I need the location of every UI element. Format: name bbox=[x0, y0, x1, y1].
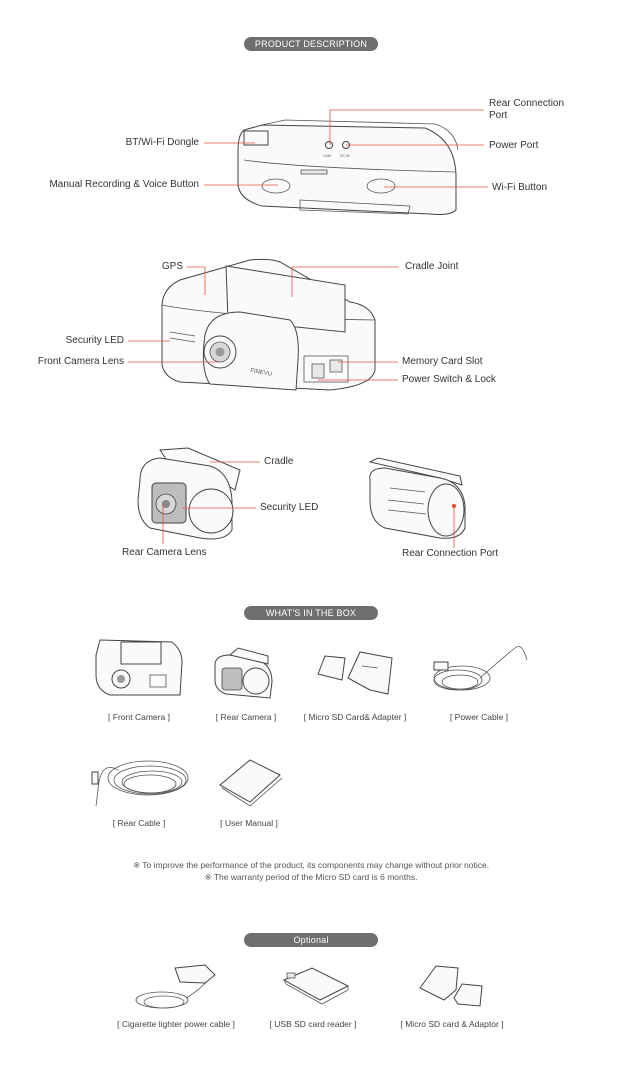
label-manual-recording: Manual Recording & Voice Button bbox=[49, 179, 199, 190]
label-cradle-joint: Cradle Joint bbox=[405, 261, 459, 272]
box-item-rear-cable: [ Rear Cable ] bbox=[112, 818, 166, 828]
label-rear-connection-port-top: Rear Connection Port bbox=[489, 98, 564, 122]
optional-item-usb-reader: [ USB SD card reader ] bbox=[269, 1019, 357, 1029]
brand-text: FINEVU bbox=[250, 368, 273, 378]
box-item-power-cable: [ Power Cable ] bbox=[449, 712, 509, 722]
cam-text: CAM bbox=[323, 154, 331, 158]
box-rear-cable-image bbox=[91, 760, 189, 807]
note-components-change: ※ To improve the performance of the prod… bbox=[132, 860, 490, 870]
optional-usb-reader-image bbox=[282, 967, 350, 1005]
device-top-view: CAM DC IN bbox=[237, 119, 459, 215]
box-item-front-camera: [ Front Camera ] bbox=[108, 712, 170, 722]
dc-in-text: DC IN bbox=[340, 154, 350, 158]
label-gps: GPS bbox=[161, 261, 183, 272]
optional-item-micro-sd: [ Micro SD card & Adaptor ] bbox=[400, 1019, 504, 1029]
optional-micro-sd-image bbox=[419, 965, 483, 1007]
label-front-camera-lens: Front Camera Lens bbox=[37, 356, 124, 367]
section-product-description: PRODUCT DESCRIPTION bbox=[244, 37, 378, 51]
box-user-manual-image bbox=[219, 759, 283, 807]
label-memory-card-slot: Memory Card Slot bbox=[402, 356, 483, 367]
label-rear-connection-line2: Port bbox=[489, 110, 508, 121]
label-power-switch-lock: Power Switch & Lock bbox=[402, 374, 496, 385]
label-wifi-button: Wi-Fi Button bbox=[492, 182, 548, 193]
label-cradle: Cradle bbox=[264, 456, 294, 467]
optional-cigarette-cable-image bbox=[135, 964, 216, 1009]
label-bt-wifi-dongle: BT/Wi-Fi Dongle bbox=[125, 137, 199, 148]
section-whats-in-the-box: WHAT'S IN THE BOX bbox=[244, 606, 378, 620]
section-optional: Optional bbox=[244, 933, 378, 947]
label-power-port: Power Port bbox=[489, 140, 539, 151]
box-item-user-manual: [ User Manual ] bbox=[220, 818, 278, 828]
rear-camera-back bbox=[368, 457, 466, 539]
label-security-led-front: Security LED bbox=[65, 335, 124, 346]
label-rear-connection-line1: Rear Connection bbox=[489, 98, 565, 109]
box-micro-sd-image bbox=[317, 651, 393, 695]
optional-item-cigarette-cable: [ Cigarette lighter power cable ] bbox=[117, 1019, 235, 1029]
label-rear-camera-lens: Rear Camera Lens bbox=[122, 547, 207, 558]
label-rear-connection-port: Rear Connection Port bbox=[402, 548, 499, 559]
box-rear-camera-image bbox=[214, 647, 273, 699]
device-front-view: FINEVU bbox=[161, 258, 376, 391]
label-security-led-rear: Security LED bbox=[260, 502, 319, 513]
box-item-rear-camera: [ Rear Camera ] bbox=[215, 712, 277, 722]
box-front-camera-image bbox=[95, 639, 183, 696]
box-power-cable-image bbox=[433, 646, 528, 691]
note-warranty: ※ The warranty period of the Micro SD ca… bbox=[204, 872, 418, 882]
box-item-micro-sd: [ Micro SD Card& Adapter ] bbox=[303, 712, 407, 722]
rear-camera-front bbox=[137, 447, 241, 540]
